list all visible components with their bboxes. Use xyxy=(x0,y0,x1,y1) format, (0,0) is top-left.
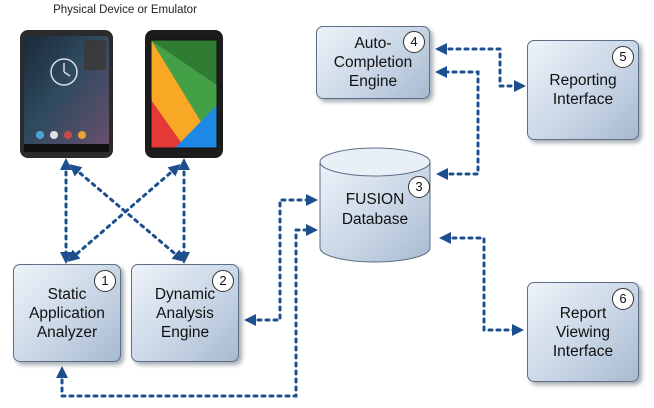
link-phone-dynamic xyxy=(69,164,185,262)
report-viewing-interface-label: Report Viewing Interface xyxy=(552,304,614,360)
link-dynamic-database xyxy=(244,194,318,326)
dynamic-analysis-engine-label: Dynamic Analysis Engine xyxy=(154,285,216,341)
badge-3: 3 xyxy=(408,176,430,198)
badge-6: 6 xyxy=(612,288,634,310)
link-database-autocompletion xyxy=(435,66,480,180)
fusion-database: FUSION Database 3 xyxy=(316,146,434,266)
static-application-analyzer-box: Static Application Analyzer 1 xyxy=(13,264,121,362)
badge-2: 2 xyxy=(212,270,234,292)
link-database-viewing xyxy=(439,232,524,336)
auto-completion-engine-box: Auto- Completion Engine 4 xyxy=(316,26,430,99)
badge-4: 4 xyxy=(403,31,425,53)
android-phone xyxy=(20,30,113,158)
devices-caption: Physical Device or Emulator xyxy=(53,4,197,16)
fusion-database-label: FUSION Database xyxy=(341,191,409,228)
link-autocompletion-reporting xyxy=(435,43,526,92)
nexus-tablet xyxy=(145,30,223,158)
badge-1: 1 xyxy=(94,270,116,292)
badge-5: 5 xyxy=(612,46,634,68)
dynamic-analysis-engine-box: Dynamic Analysis Engine 2 xyxy=(131,264,239,362)
report-viewing-interface-box: Report Viewing Interface 6 xyxy=(527,282,639,382)
link-static-database xyxy=(56,224,318,398)
auto-completion-engine-label: Auto- Completion Engine xyxy=(333,35,413,90)
static-application-analyzer-label: Static Application Analyzer xyxy=(29,285,105,341)
reporting-interface-label: Reporting Interface xyxy=(549,72,617,108)
reporting-interface-box: Reporting Interface 5 xyxy=(527,40,639,140)
